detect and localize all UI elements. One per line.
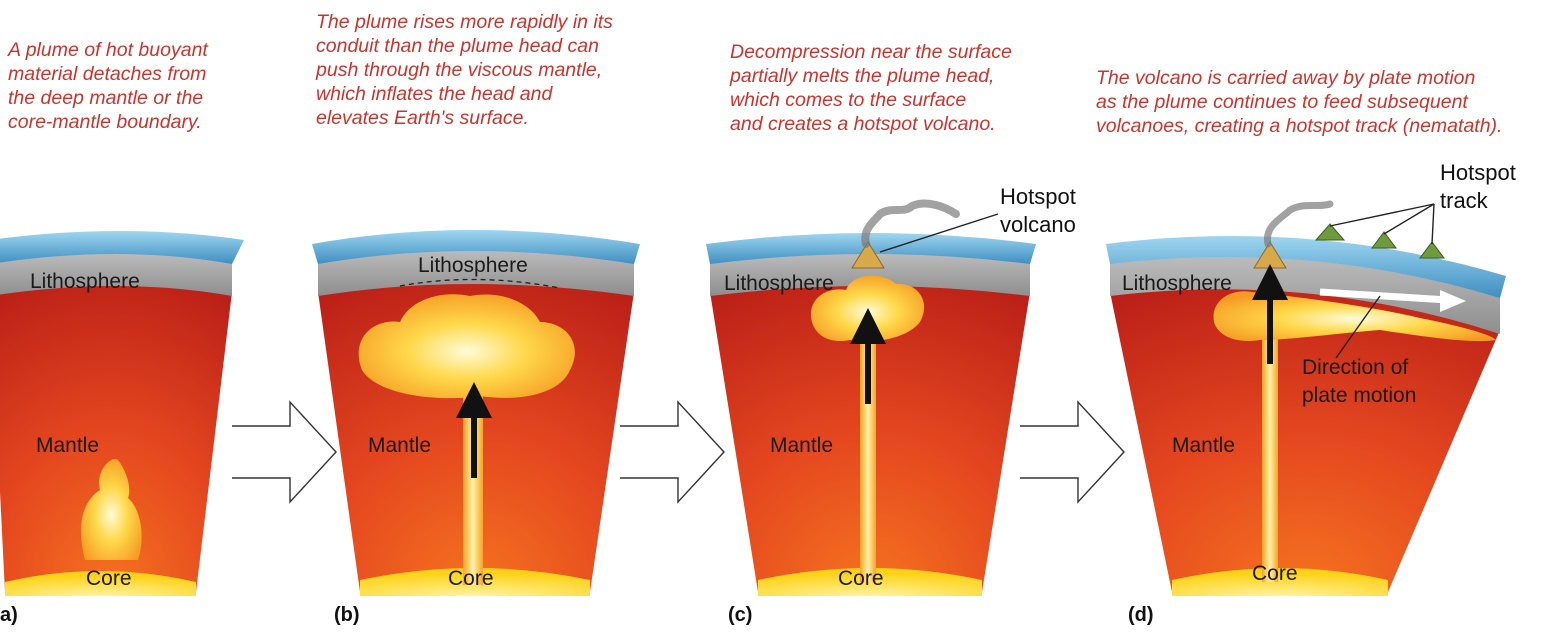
lithosphere-label: Lithosphere — [724, 272, 834, 295]
caption-c-line-3: which comes to the surface — [730, 88, 1012, 112]
panel-letter-c: (c) — [728, 604, 752, 627]
callout-line-3 — [1432, 204, 1434, 244]
caption-a-line-3: the deep mantle or the — [8, 86, 208, 110]
mantle-label: Mantle — [36, 434, 99, 457]
core-label: Core — [838, 567, 884, 590]
step-arrow-1 — [232, 402, 336, 502]
lithosphere-label: Lithosphere — [30, 270, 140, 293]
caption-b-line-5: elevates Earth's surface. — [316, 106, 613, 130]
lithosphere-label: Lithosphere — [1122, 272, 1232, 295]
panel-letter-d: (d) — [1128, 604, 1154, 627]
caption-b-line-1: The plume rises more rapidly in its — [316, 10, 613, 34]
mantle-label: Mantle — [1172, 434, 1235, 457]
plate-motion-label-line2: plate motion — [1302, 384, 1416, 407]
core-label: Core — [86, 567, 132, 590]
caption-a-line-2: material detaches from — [8, 62, 208, 86]
caption-b-line-4: which inflates the head and — [316, 82, 613, 106]
caption-b-line-2: conduit than the plume head can — [316, 34, 613, 58]
lithosphere-label: Lithosphere — [418, 254, 528, 277]
caption-d: The volcano is carried away by plate mot… — [1096, 66, 1502, 138]
callout-line-2 — [1384, 204, 1434, 234]
caption-b: The plume rises more rapidly in its cond… — [316, 10, 613, 130]
panel-b: Lithosphere Mantle Core — [312, 230, 640, 596]
caption-a: A plume of hot buoyant material detaches… — [8, 38, 208, 134]
callout-line-1 — [1330, 204, 1434, 226]
hotspot-track-label-line1: Hotspot — [1440, 160, 1516, 185]
panel-letter-b: (b) — [334, 604, 360, 627]
seamount-2 — [1372, 232, 1396, 248]
caption-a-line-4: core-mantle boundary. — [8, 110, 208, 134]
panel-a: Lithosphere Mantle Core — [0, 231, 244, 596]
core-label: Core — [1252, 562, 1298, 585]
mantle-label: Mantle — [368, 434, 431, 457]
panel-letter-a: a) — [0, 604, 18, 627]
core-label: Core — [448, 567, 494, 590]
caption-c-line-2: partially melts the plume head, — [730, 64, 1012, 88]
panel-c: Lithosphere Mantle Core Hotspot volcano — [706, 184, 1076, 596]
caption-c: Decompression near the surface partially… — [730, 40, 1012, 136]
caption-c-line-1: Decompression near the surface — [730, 40, 1012, 64]
hotspot-track-label-line2: track — [1440, 188, 1489, 213]
caption-d-line-3: volcanoes, creating a hotspot track (nem… — [1096, 114, 1502, 138]
seamount-1 — [1316, 224, 1344, 240]
plate-motion-label-line1: Direction of — [1302, 356, 1408, 379]
caption-b-line-3: push through the viscous mantle, — [316, 58, 613, 82]
mantle-label: Mantle — [770, 434, 833, 457]
caption-d-line-2: as the plume continues to feed subsequen… — [1096, 90, 1502, 114]
step-arrow-2 — [620, 402, 724, 502]
caption-c-line-4: and creates a hotspot volcano. — [730, 112, 1012, 136]
caption-d-line-1: The volcano is carried away by plate mot… — [1096, 66, 1502, 90]
step-arrow-3 — [1020, 402, 1124, 502]
seamount-3 — [1420, 242, 1444, 258]
panel-d: Lithosphere Mantle Core Hotspot track Di… — [1106, 160, 1516, 596]
hotspot-volcano-label-line1: Hotspot — [1000, 184, 1076, 209]
hotspot-volcano-label-line2: volcano — [1000, 212, 1076, 237]
caption-a-line-1: A plume of hot buoyant — [8, 38, 208, 62]
